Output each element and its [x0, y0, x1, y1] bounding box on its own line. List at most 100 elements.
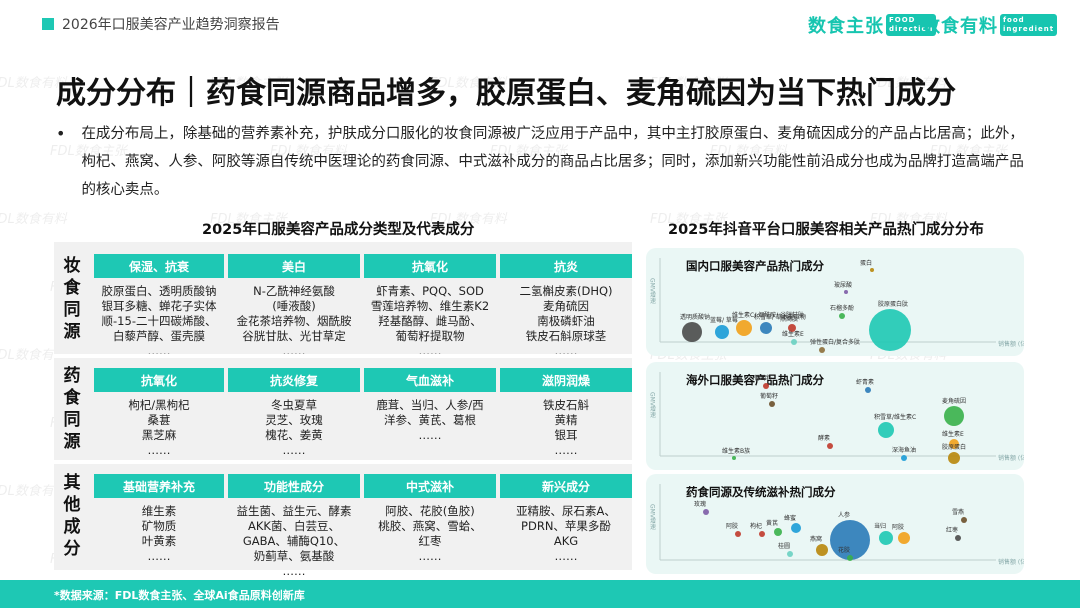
bubble-label: 透明质酸钠: [680, 313, 710, 321]
bubble: [944, 406, 964, 426]
bubble-label: 蜂蜜: [784, 514, 796, 522]
bubble-label: 维生素E: [782, 330, 804, 338]
x-axis-label: 销售额 (亿元): [998, 558, 1024, 566]
group-label: 其他成分: [54, 462, 90, 570]
chart-axes: [659, 258, 996, 343]
logo-secondary-tag-bottom: ingredient: [1003, 25, 1055, 33]
bubble: [948, 452, 960, 464]
summary-bullet: • 在成分布局上，除基础的营养素补充，护肤成分口服化的妆食同源被广泛应用于产品中…: [56, 120, 1026, 204]
report-title-text: 2026年口服美容产业趋势洞察报告: [62, 17, 280, 33]
bubble-label: 积雪草/维生素C: [874, 413, 916, 421]
ingredient-list: 铁皮石斛 黄精 银耳 ……: [543, 398, 589, 457]
bubble: [735, 531, 741, 537]
bubble-label: 维生素C/ 烟酰胺/ 谷胱甘肽: [732, 311, 804, 319]
bubble-panel-title: 药食同源及传统滋补热门成分: [686, 485, 836, 499]
bubble: [769, 401, 775, 407]
logo-secondary-text: 数食有料: [922, 16, 998, 37]
bubble-label: 枸杞: [750, 522, 762, 530]
report-marker: [42, 18, 54, 30]
ingredient-list: 枸杞/黑枸杞 桑葚 黑芝麻 ……: [128, 398, 190, 457]
bubble-label: 葡萄籽: [760, 392, 778, 400]
bubble: [774, 528, 782, 536]
bubble: [682, 322, 702, 342]
page-title: 成分分布｜药食同源商品增多，胶原蛋白、麦角硫因为当下热门成分: [56, 76, 956, 111]
bubble-label: 深海鱼油: [892, 446, 916, 454]
bubble: [703, 509, 709, 515]
chart-axes: [659, 372, 996, 457]
bubble: [879, 531, 893, 545]
bubble-label: 阿胶: [892, 523, 904, 531]
bubble: [869, 309, 911, 351]
bubble: [865, 387, 871, 393]
bubble: [791, 339, 797, 345]
group-label-char: 其: [63, 473, 81, 493]
logo-primary-text: 数食主张: [808, 16, 884, 37]
bubble-panel-title: 海外口服美容产品热门成分: [686, 373, 824, 387]
ingredient-list: 阿胶、花胶(鱼胶) 桃胶、燕窝、雪蛤、 红枣 ……: [378, 504, 482, 563]
bubble: [788, 324, 796, 332]
bubble-label: 蛋白: [860, 259, 872, 267]
ingredient-list: 冬虫夏草 灵芝、玫瑰 槐花、姜黄 ……: [265, 398, 323, 457]
logo-primary-tag-top: FOOD: [889, 16, 916, 24]
logo-primary-tag-bottom: direction: [889, 25, 934, 33]
group-label-char: 妆: [63, 256, 81, 276]
group-label-char: 食: [63, 388, 81, 408]
bubble: [878, 422, 894, 438]
y-axis-label: GMV增速: [649, 504, 656, 531]
bubble-label: 维生素B族: [722, 447, 750, 455]
category-header: 基础营养补充: [94, 474, 224, 498]
ingredient-table: 妆食同源保湿、抗衰胶原蛋白、透明质酸钠 银耳多糖、蝉花子实体 顺-15-二十四碳…: [54, 242, 632, 578]
bubble-label: 蓝莓/ 草莓: [710, 316, 738, 324]
report-title: 2026年口服美容产业趋势洞察报告: [42, 14, 280, 34]
ingredient-list: N-乙酰神经氨酸 (唾液酸) 金花茶培养物、烟酰胺 谷胱甘肽、光甘草定 ……: [236, 284, 352, 358]
bubble-label: 麦角硫因: [942, 397, 966, 405]
bubble: [870, 268, 874, 272]
group-label-char: 药: [63, 366, 81, 386]
group-divider: [54, 354, 632, 358]
bubble: [736, 320, 752, 336]
ingredient-list: 虾青素、PQQ、SOD 雪莲培养物、维生素K2 羟基酪醇、雌马酚、 葡萄籽提取物…: [370, 284, 490, 358]
bubble-label: 维生素E: [942, 430, 964, 438]
ingredient-list: 益生菌、益生元、酵素 AKK菌、白芸豆、 GABA、辅酶Q10、 奶蓟草、氨基酸…: [236, 504, 352, 578]
bubble-label: 燕窝肽: [780, 315, 798, 323]
table-group: 药食同源抗氧化枸杞/黑枸杞 桑葚 黑芝麻 ……抗炎修复冬虫夏草 灵芝、玫瑰 槐花…: [54, 356, 632, 462]
bubble: [949, 439, 959, 449]
bubble-panel-title: 国内口服美容产品热门成分: [686, 259, 824, 273]
bubble: [732, 456, 736, 460]
bubble-label: 燕窝: [810, 535, 822, 543]
category-header: 美白: [228, 254, 360, 278]
bubble-label: 花胶: [838, 546, 850, 554]
bubble: [961, 517, 967, 523]
bubble-label: 阿胶: [726, 522, 738, 530]
bubble: [847, 555, 853, 561]
table-group: 妆食同源保湿、抗衰胶原蛋白、透明质酸钠 银耳多糖、蝉花子实体 顺-15-二十四碳…: [54, 242, 632, 358]
group-label-char: 成: [63, 517, 81, 537]
bubble-label: 石榴多酚: [830, 304, 854, 312]
ingredient-list: 胶原蛋白、透明质酸钠 银耳多糖、蝉花子实体 顺-15-二十四碳烯酸、 白藜芦醇、…: [101, 284, 217, 358]
category-header: 气血滋补: [364, 368, 496, 392]
category-header: 抗炎修复: [228, 368, 360, 392]
bubble: [955, 535, 961, 541]
category-header: 新兴成分: [500, 474, 632, 498]
group-label-char: 他: [63, 495, 81, 515]
group-label: 妆食同源: [54, 242, 90, 356]
category-header: 抗氧化: [94, 368, 224, 392]
bubble-label: 玫瑰: [694, 500, 706, 508]
bubble: [715, 325, 729, 339]
ingredient-list: 亚精胺、尿石素A、 PDRN、苹果多酚 AKG ……: [516, 504, 616, 563]
bubble: [759, 531, 765, 537]
logo-secondary-tag-top: food: [1003, 16, 1025, 24]
category-header: 中式滋补: [364, 474, 496, 498]
ingredient-list: 鹿茸、当归、人参/西 洋参、黄芪、葛根 ……: [376, 398, 484, 442]
bubble: [791, 523, 801, 533]
bubble-label: 黄芪: [766, 519, 778, 527]
table-group: 其他成分基础营养补充维生素 矿物质 叶黄素 ……功能性成分益生菌、益生元、酵素 …: [54, 462, 632, 578]
